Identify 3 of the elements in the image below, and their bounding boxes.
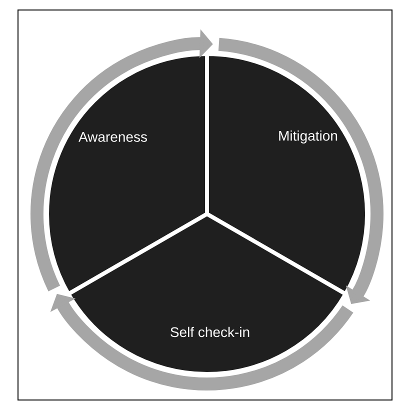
- pie-sector: Self check-in: [66, 212, 348, 376]
- pie-sector: Mitigation: [205, 52, 370, 296]
- pie-sector: Awareness: [45, 52, 209, 296]
